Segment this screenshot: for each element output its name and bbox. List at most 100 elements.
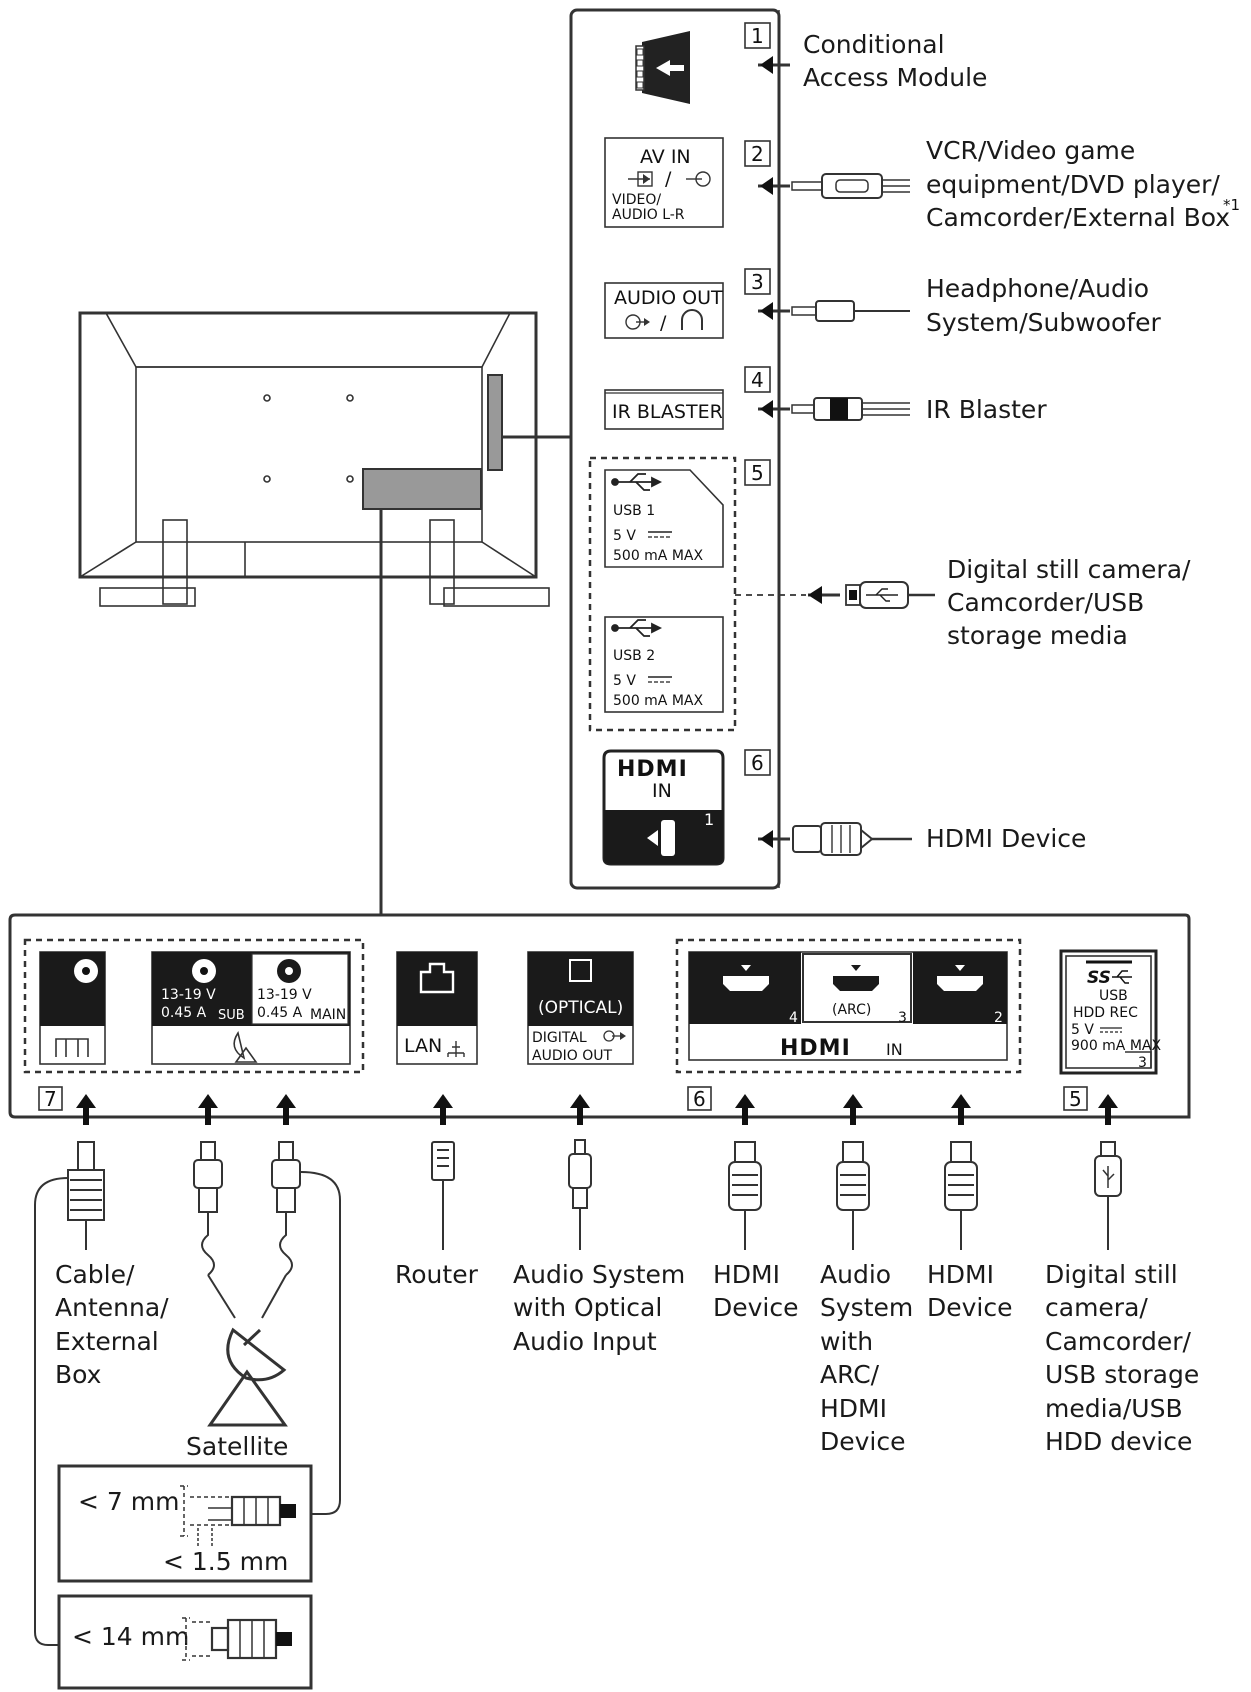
usb-number: 5 bbox=[751, 461, 764, 485]
audio-out-number: 3 bbox=[751, 270, 764, 294]
optical-port: (OPTICAL) DIGITAL AUDIO OUT bbox=[527, 951, 634, 1065]
satellite-label: Satellite bbox=[186, 1432, 288, 1461]
hdmi-group-dashed bbox=[675, 938, 1022, 1074]
usb-icon bbox=[611, 473, 663, 491]
optical-title: (OPTICAL) bbox=[538, 998, 623, 1018]
cam-slot bbox=[635, 31, 690, 104]
av-in-number: 2 bbox=[751, 142, 764, 166]
cable-label-1: Cable/ bbox=[55, 1260, 135, 1289]
lan-port: LAN bbox=[396, 951, 478, 1065]
usb-label-2: Camcorder/USB bbox=[947, 588, 1144, 617]
hdmi-port-2-number: 2 bbox=[994, 1010, 1003, 1026]
side-panel bbox=[569, 8, 781, 890]
av-in-label-1: VCR/Video game bbox=[926, 136, 1135, 165]
sat-pin-label: < 1.5 mm bbox=[163, 1547, 288, 1576]
usb3-logo: SS bbox=[1087, 968, 1111, 988]
lan-connector bbox=[431, 1141, 455, 1250]
audio-out-label-1: Headphone/Audio bbox=[926, 274, 1149, 303]
cam-label-2: Access Module bbox=[803, 63, 987, 92]
av-in-label-2: equipment/DVD player/ bbox=[926, 170, 1220, 199]
ir-blaster-title: IR BLASTER bbox=[612, 401, 723, 423]
usb1-power: 5 V bbox=[613, 528, 636, 544]
terrestrial-port bbox=[39, 951, 106, 1065]
usb-label-3: storage media bbox=[947, 621, 1128, 650]
av-in-label-3: Camcorder/External Box bbox=[926, 203, 1230, 232]
lan-title: LAN bbox=[404, 1035, 442, 1057]
usb-device-label-4: USB storage bbox=[1045, 1360, 1199, 1389]
usb3-title-2: HDD REC bbox=[1073, 1005, 1138, 1021]
hdmi4-device-label-2: Device bbox=[713, 1293, 799, 1322]
arc-device-label-2: System bbox=[820, 1293, 913, 1322]
audio-out-port: AUDIO OUT / bbox=[604, 282, 724, 339]
ir-plug bbox=[758, 397, 910, 421]
sat-width-label: < 7 mm bbox=[78, 1487, 179, 1516]
hdmi-side-port-number: 1 bbox=[704, 810, 714, 829]
usb3-number: 5 bbox=[1069, 1087, 1082, 1111]
hdmi-bottom-ports: 4 (ARC) 3 2 HDMI IN bbox=[688, 951, 1008, 1061]
arc-device-label-6: Device bbox=[820, 1427, 906, 1456]
sat-sub-current: 0.45 A bbox=[161, 1005, 207, 1021]
audio-out-label-2: System/Subwoofer bbox=[926, 308, 1161, 337]
usb2-power: 5 V bbox=[613, 673, 636, 689]
arc-device-label-1: Audio bbox=[820, 1260, 891, 1289]
hdmi-bottom-logo: HDMI bbox=[780, 1036, 851, 1061]
usb-device-label-3: Camcorder/ bbox=[1045, 1327, 1192, 1356]
antenna-group-dashed bbox=[23, 938, 365, 1074]
audio-plug bbox=[758, 300, 910, 322]
bottom-arrows bbox=[76, 1094, 1118, 1125]
ir-blaster-label: IR Blaster bbox=[926, 395, 1047, 424]
usb-label-1: Digital still camera/ bbox=[947, 555, 1191, 584]
satellite-connectors bbox=[34, 1141, 341, 1646]
usb-connector bbox=[1094, 1141, 1122, 1250]
hdmi-bottom-in: IN bbox=[886, 1040, 903, 1059]
av-in-port: AV IN / VIDEO/ AUDIO L-R bbox=[604, 137, 724, 228]
router-label: Router bbox=[395, 1260, 479, 1289]
usb2-name: USB 2 bbox=[613, 648, 655, 664]
hdmi-arc-tag: (ARC) bbox=[832, 1002, 871, 1018]
usb-device-label-6: HDD device bbox=[1045, 1427, 1192, 1456]
optical-connector bbox=[568, 1139, 592, 1250]
hdmi-side-in: IN bbox=[652, 780, 672, 802]
optical-device-label-1: Audio System bbox=[513, 1260, 685, 1289]
sat-sub-voltage: 13-19 V bbox=[161, 987, 216, 1003]
cable-label-3: External bbox=[55, 1327, 159, 1356]
cable-width-label: < 14 mm bbox=[72, 1622, 189, 1651]
sat-main-voltage: 13-19 V bbox=[257, 987, 312, 1003]
hdmi-bottom-number: 6 bbox=[693, 1087, 706, 1111]
cable-dimension-box: < 14 mm bbox=[57, 1594, 313, 1690]
cable-label-4: Box bbox=[55, 1360, 101, 1389]
hdmi-port-3-number: 3 bbox=[898, 1010, 907, 1026]
usb-device-label-5: media/USB bbox=[1045, 1394, 1183, 1423]
satellite-dish-icon bbox=[207, 1327, 288, 1427]
satellite-dimension-box: < 7 mm < 1.5 mm bbox=[57, 1464, 313, 1583]
tv-rear-view bbox=[78, 311, 571, 915]
cam-number: 1 bbox=[751, 24, 764, 48]
arc-device-label-4: ARC/ bbox=[820, 1360, 880, 1389]
cable-label-2: Antenna/ bbox=[55, 1293, 169, 1322]
arc-device-label-3: with bbox=[820, 1327, 873, 1356]
usb-device-label-1: Digital still bbox=[1045, 1260, 1178, 1289]
optical-device-label-2: with Optical bbox=[513, 1293, 662, 1322]
hdmi-side-logo: HDMI bbox=[617, 757, 688, 782]
usb1-port: USB 1 5 V 500 mA MAX bbox=[604, 469, 724, 568]
usb-group-dashed bbox=[588, 456, 737, 732]
optical-device-label-3: Audio Input bbox=[513, 1327, 657, 1356]
satellite-ports: 13-19 V 0.45 A SUB 13-19 V 0.45 A MAIN bbox=[151, 951, 351, 1065]
av-plug bbox=[758, 173, 910, 199]
usb-icon bbox=[611, 619, 663, 637]
usb3-port-number: 3 bbox=[1138, 1055, 1147, 1071]
hdmi-plug-side bbox=[758, 822, 912, 856]
cam-label-1: Conditional bbox=[803, 30, 945, 59]
antenna-number: 7 bbox=[44, 1087, 57, 1111]
svg-text:/: / bbox=[660, 312, 667, 334]
arc-device-label-5: HDMI bbox=[820, 1394, 887, 1423]
sat-main-current: 0.45 A bbox=[257, 1005, 303, 1021]
hdmi-connectors bbox=[728, 1141, 978, 1250]
hdmi4-device-label-1: HDMI bbox=[713, 1260, 780, 1289]
sat-main-tag: MAIN bbox=[310, 1007, 346, 1023]
usb3-title-1: USB bbox=[1099, 988, 1128, 1004]
hdmi-in-1-port: HDMI IN 1 bbox=[602, 749, 725, 866]
usb1-current: 500 mA MAX bbox=[613, 548, 703, 564]
satellite-icon bbox=[233, 1031, 258, 1063]
